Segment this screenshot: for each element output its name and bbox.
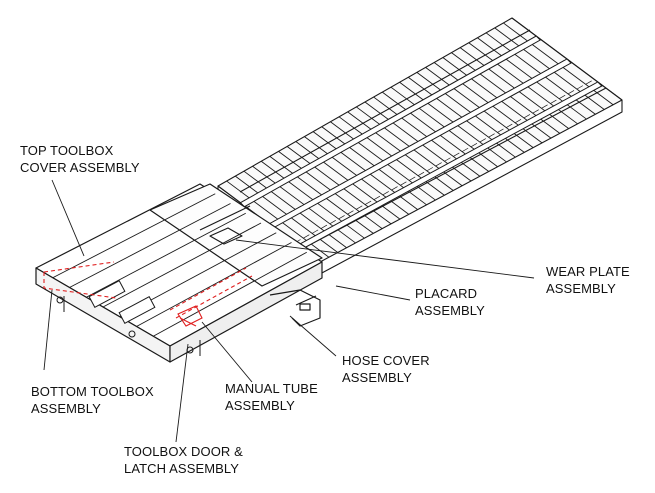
leader-toolbox-door-latch bbox=[175, 343, 189, 443]
deck-slat-tick bbox=[391, 186, 398, 191]
deck-slat-tick bbox=[488, 133, 495, 138]
toolbox-slat bbox=[69, 203, 231, 288]
deck-slat-tick bbox=[400, 181, 407, 186]
deck-slat-tick bbox=[523, 114, 531, 119]
toolbox-slat bbox=[52, 193, 216, 279]
deck-slat-tick bbox=[329, 219, 336, 225]
callout-line: TOP TOOLBOX bbox=[20, 143, 114, 158]
deck-slat-tick bbox=[532, 109, 539, 114]
leader-manual-tube bbox=[201, 321, 253, 383]
deck-slat-tick bbox=[497, 128, 504, 133]
deck-slat-tick bbox=[444, 157, 451, 162]
deck-slat-tick bbox=[347, 210, 354, 215]
deck-slat-tick bbox=[364, 200, 372, 205]
callout-line: MANUAL TUBE bbox=[225, 381, 318, 396]
deck-slat-tick bbox=[506, 123, 513, 128]
toolbox-deck-section bbox=[35, 183, 323, 363]
leader-wear-plate bbox=[235, 239, 535, 279]
callout-placard-assembly: PLACARD ASSEMBLY bbox=[415, 285, 485, 319]
deck-slat-tick bbox=[320, 224, 328, 229]
deck-slat-tick bbox=[514, 118, 522, 124]
leader-hose-cover bbox=[289, 315, 337, 357]
deck-slat-tick bbox=[373, 195, 381, 201]
deck-slat-tick bbox=[567, 90, 575, 95]
callout-wear-plate-assembly: WEAR PLATE ASSEMBLY bbox=[546, 263, 630, 297]
callout-manual-tube-assembly: MANUAL TUBE ASSEMBLY bbox=[225, 380, 318, 414]
callout-line: ASSEMBLY bbox=[225, 398, 295, 413]
red-hidden-parts bbox=[43, 261, 253, 327]
callout-line: COVER ASSEMBLY bbox=[20, 160, 140, 175]
callout-toolbox-door-latch-assembly: TOOLBOX DOOR & LATCH ASSEMBLY bbox=[124, 443, 243, 477]
deck-slat-tick bbox=[576, 85, 584, 90]
leader-placard bbox=[335, 285, 411, 301]
callout-bottom-toolbox-assembly: BOTTOM TOOLBOX ASSEMBLY bbox=[31, 383, 154, 417]
callout-line: PLACARD bbox=[415, 286, 478, 301]
callout-line: ASSEMBLY bbox=[342, 370, 412, 385]
toolbox-slat bbox=[153, 251, 307, 337]
toolbox-slats bbox=[52, 193, 307, 337]
callout-leader-lines bbox=[43, 179, 535, 443]
leader-top-toolbox-cover bbox=[51, 179, 85, 257]
callout-line: ASSEMBLY bbox=[31, 401, 101, 416]
callout-line: HOSE COVER bbox=[342, 353, 430, 368]
deck-slat-tick bbox=[550, 99, 557, 104]
deck-slat-tick bbox=[453, 152, 460, 157]
deck-slat-tick bbox=[585, 80, 592, 85]
leader-bottom-toolbox bbox=[43, 289, 53, 371]
deck-slat-tick bbox=[417, 171, 425, 176]
deck-slat-tick bbox=[311, 229, 319, 234]
deck-slat-tick bbox=[409, 176, 416, 181]
deck-slat-tick bbox=[559, 94, 566, 100]
callout-line: ASSEMBLY bbox=[415, 303, 485, 318]
toolbox-slat bbox=[102, 222, 262, 308]
callout-line: WEAR PLATE bbox=[546, 264, 630, 279]
callout-line: TOOLBOX DOOR & bbox=[124, 444, 243, 459]
deck-slat-tick bbox=[435, 162, 442, 167]
callout-top-toolbox-cover-assembly: TOP TOOLBOX COVER ASSEMBLY bbox=[20, 142, 140, 176]
deck-slat-tick bbox=[541, 104, 548, 109]
deck-slat-tick bbox=[479, 138, 486, 143]
deck-slat-tick bbox=[461, 147, 469, 152]
deck-slat-tick bbox=[426, 167, 434, 172]
callout-hose-cover-assembly: HOSE COVER ASSEMBLY bbox=[342, 352, 430, 386]
callout-line: BOTTOM TOOLBOX bbox=[31, 384, 154, 399]
toolbox-slat bbox=[86, 212, 246, 298]
deck-slat-tick bbox=[382, 191, 389, 196]
deck-slat-tick bbox=[303, 234, 310, 239]
toolbox-slat bbox=[136, 242, 292, 327]
deck-slat-tick bbox=[356, 205, 363, 210]
callout-line: LATCH ASSEMBLY bbox=[124, 461, 240, 476]
deck-slat-tick bbox=[338, 215, 345, 220]
deck-slat-tick bbox=[470, 143, 478, 148]
callout-line: ASSEMBLY bbox=[546, 281, 616, 296]
deck-cross-beams bbox=[239, 35, 603, 250]
